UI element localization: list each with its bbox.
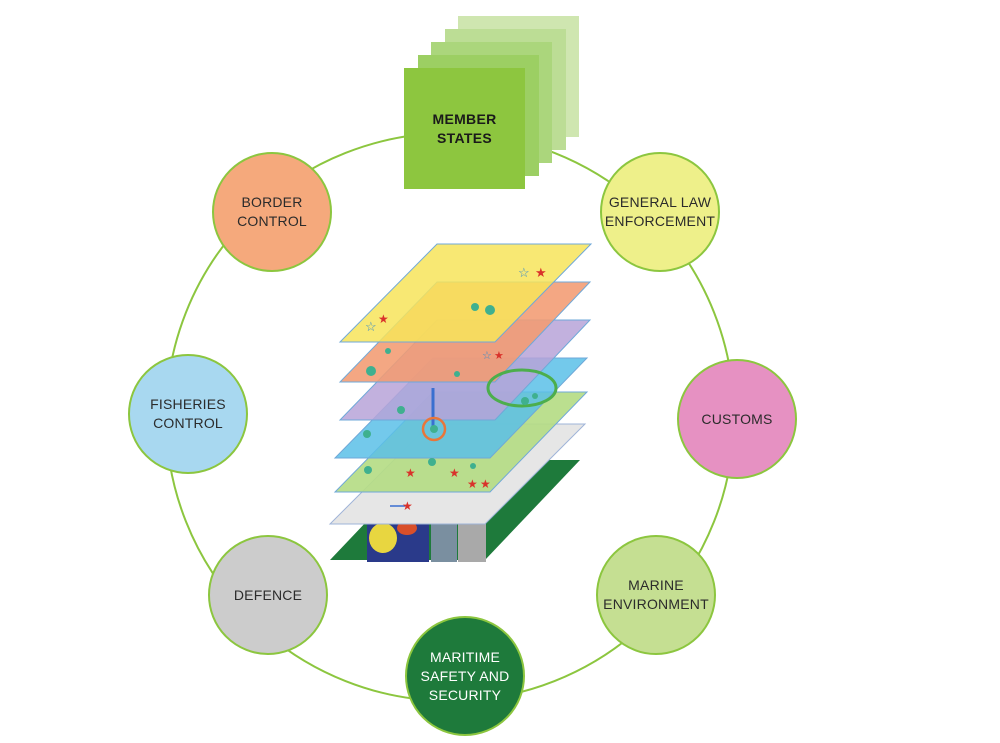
node-defence: DEFENCE xyxy=(208,535,328,655)
node-maritime-safety-and-security: MARITIME SAFETY AND SECURITY xyxy=(405,616,525,736)
member-states-box: MEMBER STATES xyxy=(404,68,525,189)
vessel-dot xyxy=(364,466,372,474)
incident-dot xyxy=(430,425,438,433)
vessel-dot xyxy=(485,305,495,315)
vessel-dot xyxy=(366,366,376,376)
star-icon: ★ xyxy=(405,466,416,480)
incident-ring xyxy=(421,416,447,442)
satellite-thumbnail-blob xyxy=(369,523,397,553)
star-icon: ★ xyxy=(449,466,460,480)
vessel-dot xyxy=(532,393,538,399)
star-outline-icon: ☆ xyxy=(482,350,492,362)
node-general-law-enforcement: GENERAL LAW ENFORCEMENT xyxy=(600,152,720,272)
vessel-dot xyxy=(428,458,436,466)
vessel-dot xyxy=(363,430,371,438)
vessel-dot xyxy=(521,397,529,405)
vessel-dot xyxy=(454,371,460,377)
vessel-dot xyxy=(471,303,479,311)
satellite-thumbnail xyxy=(431,520,457,562)
area-of-interest-ring xyxy=(486,368,558,408)
node-label: BORDER CONTROL xyxy=(237,194,307,229)
star-outline-icon: ☆ xyxy=(365,319,377,334)
star-outline-icon: ☆ xyxy=(518,265,530,280)
member-states-label: MEMBER STATES xyxy=(432,110,497,146)
node-marine-environment: MARINE ENVIRONMENT xyxy=(596,535,716,655)
node-fisheries-control: FISHERIES CONTROL xyxy=(128,354,248,474)
vessel-dot xyxy=(385,348,391,354)
star-icon: ★ xyxy=(480,477,491,491)
star-icon: ★ xyxy=(378,312,389,326)
vessel-dot xyxy=(470,463,476,469)
star-icon: ★ xyxy=(467,477,478,491)
star-icon: ★ xyxy=(535,265,547,280)
node-label: CUSTOMS xyxy=(701,410,773,427)
star-icon: ★ xyxy=(402,499,413,513)
node-label: MARINE ENVIRONMENT xyxy=(603,577,709,612)
node-label: MARITIME SAFETY AND SECURITY xyxy=(420,648,510,703)
vessel-dot xyxy=(397,406,405,414)
satellite-thumbnail xyxy=(458,520,486,562)
node-customs: CUSTOMS xyxy=(677,359,797,479)
node-border-control: BORDER CONTROL xyxy=(212,152,332,272)
layer-yellow xyxy=(338,243,593,343)
star-icon: ★ xyxy=(494,350,504,362)
layered-map-illustration: ☆ ★ ☆ ★ ☆ ★ ★ ★ ★ ★ ★ xyxy=(328,243,593,562)
node-label: FISHERIES CONTROL xyxy=(150,396,226,431)
node-label: GENERAL LAW ENFORCEMENT xyxy=(604,194,716,229)
node-label: DEFENCE xyxy=(233,586,303,603)
